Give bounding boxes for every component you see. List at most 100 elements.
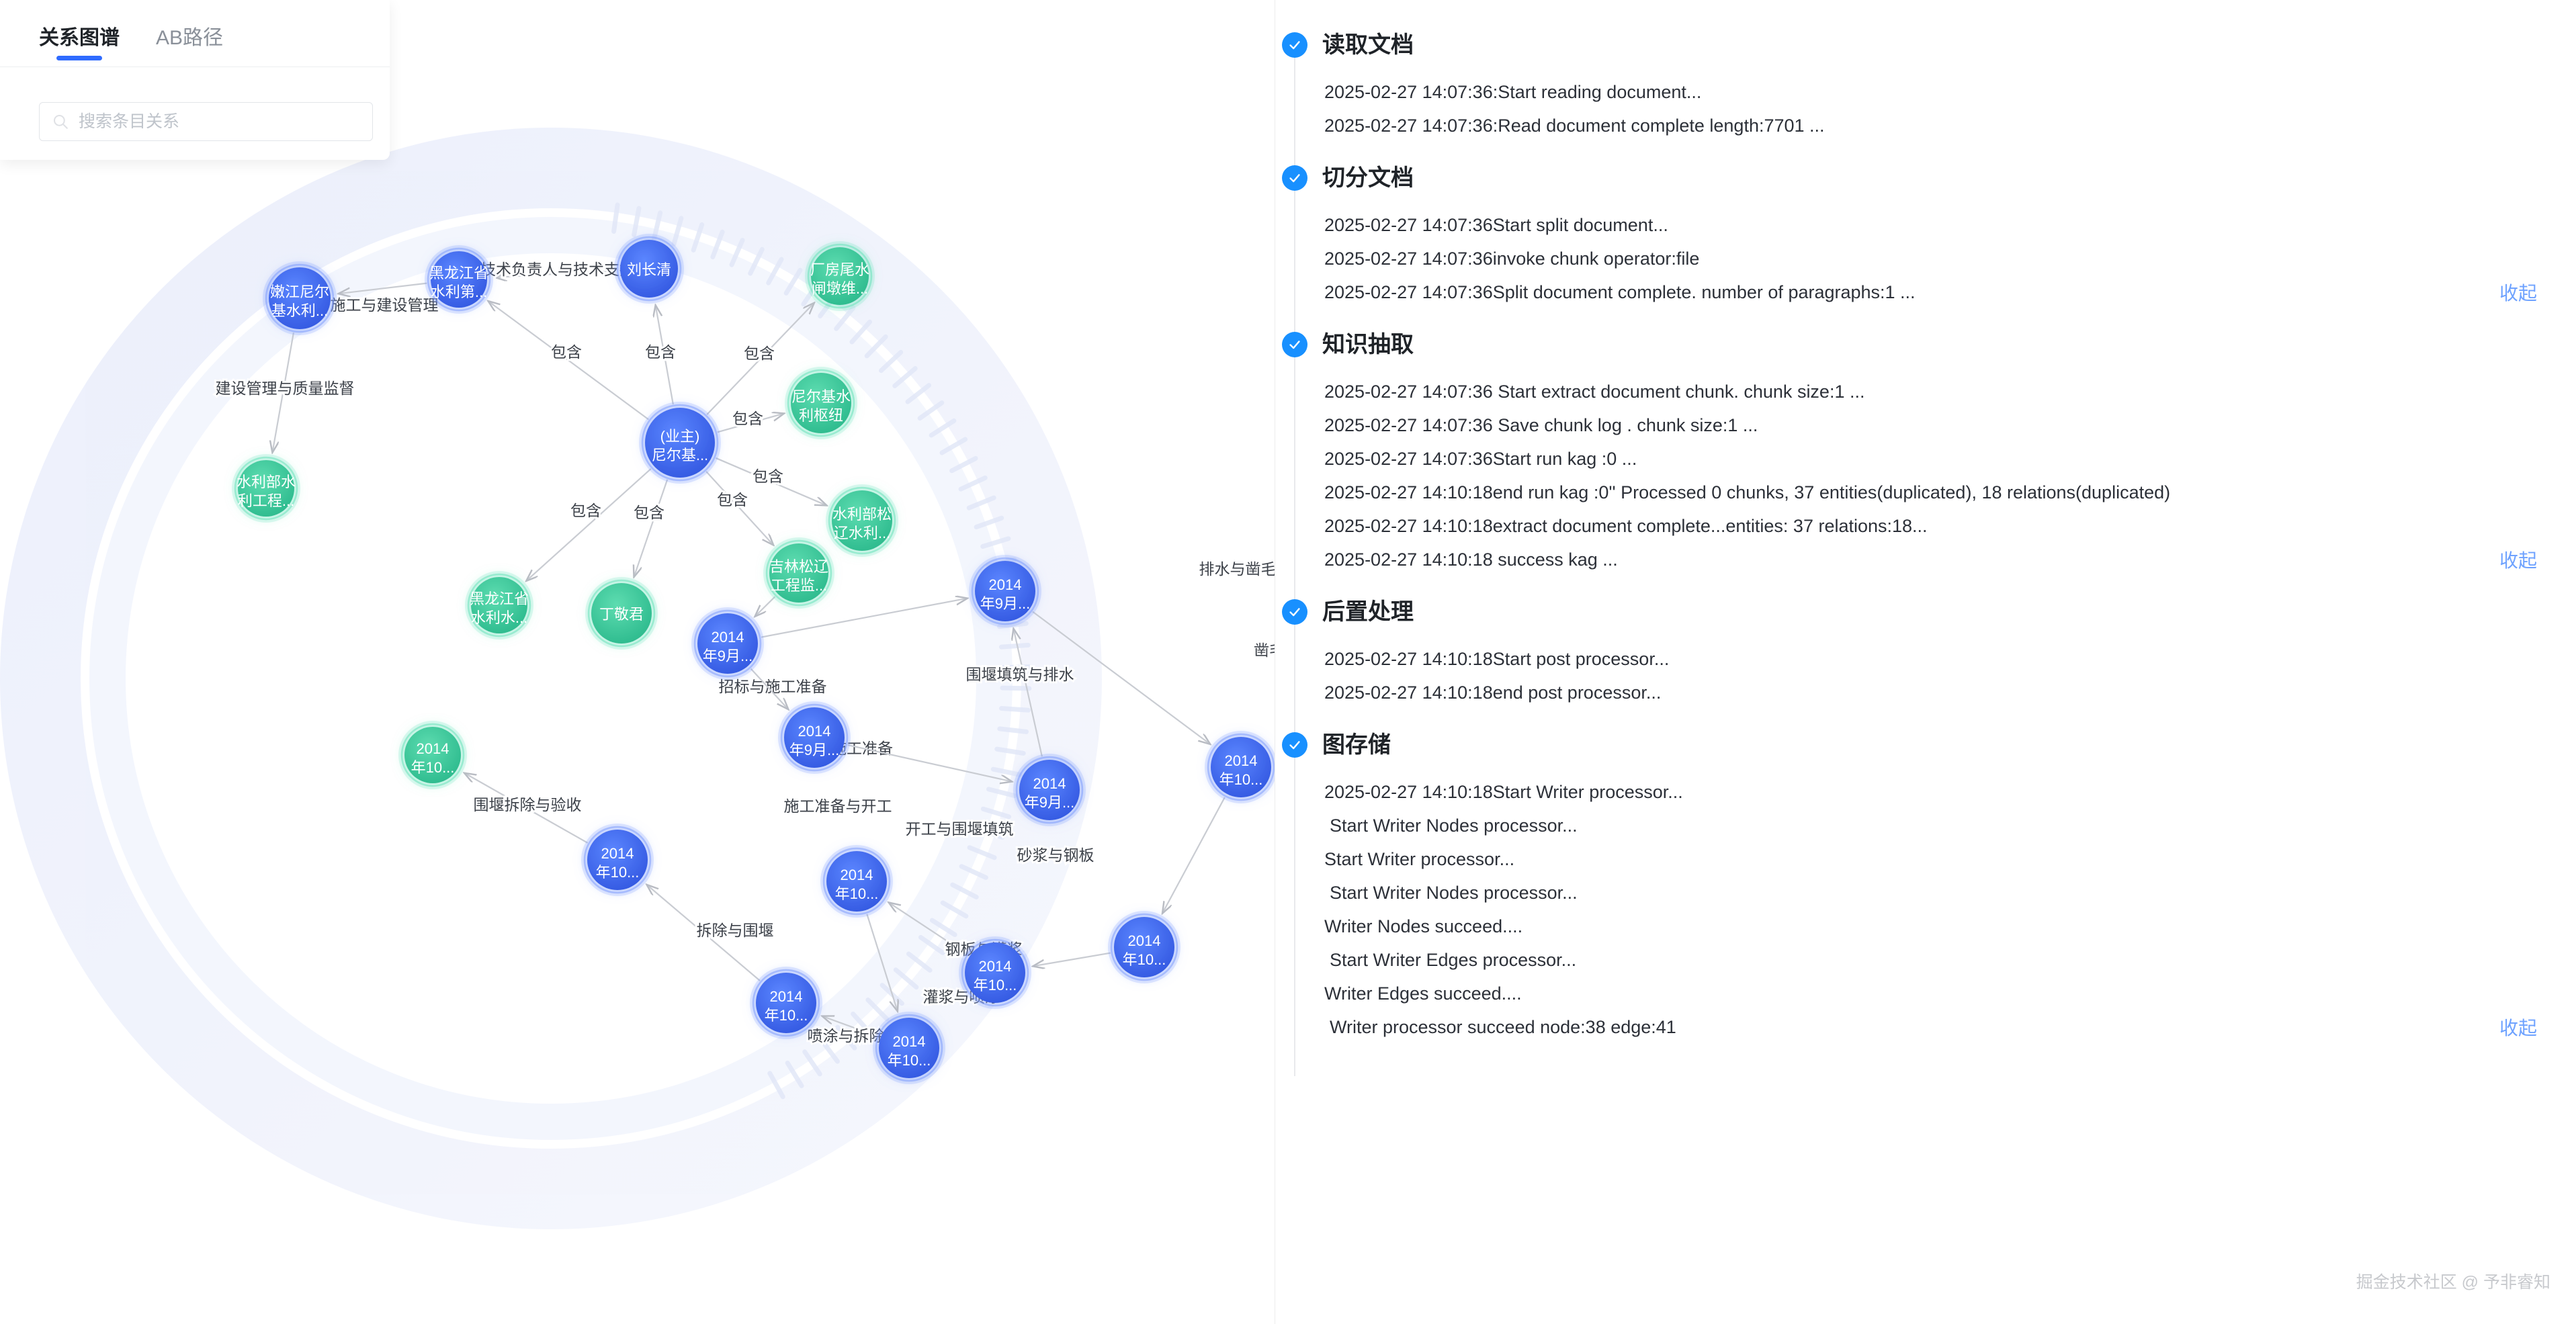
node-circle[interactable] xyxy=(1211,737,1271,797)
node-circle[interactable] xyxy=(404,727,461,783)
graph-node[interactable]: 2014年10... xyxy=(1205,731,1275,803)
log-line-text: 2025-02-27 14:10:18extract document comp… xyxy=(1324,515,1928,536)
node-ring xyxy=(234,456,298,521)
graph-node[interactable]: 2014年10... xyxy=(1108,911,1180,983)
graph-edge-label-halo: 招标与施工准备 xyxy=(719,678,827,695)
graph-node[interactable]: 2014年9月... xyxy=(1013,754,1086,826)
collapse-link[interactable]: 收起 xyxy=(2499,283,2537,304)
log-section-header: 图存储 xyxy=(1276,732,2576,758)
node-circle[interactable] xyxy=(587,830,648,890)
search-box[interactable] xyxy=(39,102,373,141)
search-input[interactable] xyxy=(79,112,360,132)
log-line-text: 2025-02-27 14:10:18end run kag :0'' Proc… xyxy=(1324,482,2171,502)
graph-node[interactable]: 2014年10... xyxy=(873,1012,945,1084)
graph-edge-label: 开工与围堰填筑 xyxy=(906,820,1014,838)
graph-node[interactable]: 吉林松辽工程监... xyxy=(763,537,834,609)
graph-node[interactable]: 嫩江尼尔基水利... xyxy=(263,261,337,335)
graph-node[interactable]: (业主)尼尔基... xyxy=(639,402,721,484)
collapse-link[interactable]: 收起 xyxy=(2499,550,2537,571)
graph-edge xyxy=(866,914,898,1012)
node-circle[interactable] xyxy=(769,543,828,603)
node-circle[interactable] xyxy=(879,1018,939,1078)
graph-edge xyxy=(750,668,789,710)
node-circle[interactable] xyxy=(791,373,851,433)
arc-tick xyxy=(851,1011,873,1036)
log-line: 2025-02-27 14:10:18extract document comp… xyxy=(1276,509,2576,543)
arc-tick xyxy=(917,400,945,421)
node-circle[interactable] xyxy=(965,942,1025,1003)
arc-tick xyxy=(939,437,968,455)
node-circle[interactable] xyxy=(1019,760,1080,820)
arc-tick xyxy=(878,349,904,373)
node-ring xyxy=(822,847,891,916)
graph-node[interactable]: 2014年9月... xyxy=(778,701,851,774)
node-circle[interactable] xyxy=(238,460,294,517)
graph-edge-label: 排水与凿毛 xyxy=(1199,560,1276,578)
graph-edge xyxy=(1033,952,1111,967)
node-circle[interactable] xyxy=(620,240,678,298)
log-line-text: 2025-02-27 14:07:36:Start reading docume… xyxy=(1324,81,1702,102)
node-circle[interactable] xyxy=(697,613,758,674)
node-circle[interactable] xyxy=(1114,917,1174,977)
graph-node[interactable]: 2014年10... xyxy=(581,824,654,896)
arc-tick xyxy=(632,206,642,237)
graph-toolbar: 关系图谱 AB路径 xyxy=(0,0,390,160)
graph-node[interactable]: 2014年9月... xyxy=(969,555,1041,627)
graph-node[interactable]: 2014年10... xyxy=(820,845,893,918)
log-line: 2025-02-27 14:07:36:Start reading docume… xyxy=(1276,75,2576,109)
log-line-text: 2025-02-27 14:10:18Start post processor.… xyxy=(1324,648,1670,669)
graph-node[interactable]: 厂房尾水闸墩维... xyxy=(805,241,875,311)
graph-node[interactable]: 水利部水利工程... xyxy=(232,454,300,523)
graph-edge-label-halo: 技术负责人与技术支持 xyxy=(480,261,635,278)
node-ring xyxy=(1207,733,1275,801)
node-circle[interactable] xyxy=(756,973,816,1033)
graph-edge xyxy=(705,471,773,545)
node-ring xyxy=(828,486,896,555)
graph-edge xyxy=(715,457,826,506)
node-circle[interactable] xyxy=(811,247,869,305)
log-line: Start Writer Nodes processor... xyxy=(1276,809,2576,842)
graph-node[interactable]: 水利部松辽水利... xyxy=(826,484,898,557)
graph-node[interactable]: 黑龙江省水利第... xyxy=(425,245,493,314)
node-ring xyxy=(265,263,335,333)
graph-edge-label-halo: 包含 xyxy=(634,504,664,521)
log-line: Start Writer Edges processor... xyxy=(1276,943,2576,977)
graph-node[interactable]: 2014年10... xyxy=(959,936,1031,1009)
arc-tick xyxy=(929,918,957,938)
arc-tick xyxy=(998,642,1031,650)
graph-node[interactable]: 丁敬君 xyxy=(585,577,658,650)
graph-node[interactable]: 2014年9月... xyxy=(691,607,764,680)
tab-ab-path[interactable]: AB路径 xyxy=(156,27,224,49)
graph-node[interactable]: 刘长清 xyxy=(614,234,684,304)
node-circle[interactable] xyxy=(826,851,887,912)
graph-edge-label-halo: 包含 xyxy=(732,410,763,427)
graph-edge-label-halo: 施工准备与开工 xyxy=(784,797,892,815)
node-circle[interactable] xyxy=(269,267,331,329)
node-circle[interactable] xyxy=(471,577,527,633)
tab-relation-graph[interactable]: 关系图谱 xyxy=(39,28,120,60)
graph-node[interactable]: 2014年10... xyxy=(398,721,467,789)
arc-tick xyxy=(974,515,1004,530)
graph-edge xyxy=(1162,797,1226,914)
graph-edge-label-halo: 包含 xyxy=(744,345,775,362)
node-circle[interactable] xyxy=(784,707,845,768)
arc-tick xyxy=(893,967,919,990)
relation-graph-canvas[interactable]: 施工与建设管理施工与建设管理技术负责人与技术支持技术负责人与技术支持建设管理与质… xyxy=(0,0,1275,1324)
graph-node[interactable]: 黑龙江省水利水... xyxy=(465,571,533,639)
arc-tick xyxy=(980,806,1012,820)
graph-edge-label-halo: 喷涂与拆除 xyxy=(808,1027,885,1045)
relation-graph-panel: 施工与建设管理施工与建设管理技术负责人与技术支持技术负责人与技术支持建设管理与质… xyxy=(0,0,1275,1324)
graph-node[interactable]: 2014年10... xyxy=(750,967,822,1039)
graph-tabs[interactable]: 关系图谱 AB路径 xyxy=(0,28,390,67)
node-circle[interactable] xyxy=(431,251,487,308)
node-circle[interactable] xyxy=(645,408,715,478)
graph-edge-label: 砂浆与钢板 xyxy=(1017,846,1094,864)
node-circle[interactable] xyxy=(975,561,1035,621)
check-circle-icon xyxy=(1282,732,1307,758)
collapse-link[interactable]: 收起 xyxy=(2499,1018,2537,1039)
node-circle[interactable] xyxy=(832,490,892,551)
graph-edge-label-halo: 建设管理与质量监督 xyxy=(216,380,355,397)
node-circle[interactable] xyxy=(591,583,652,644)
